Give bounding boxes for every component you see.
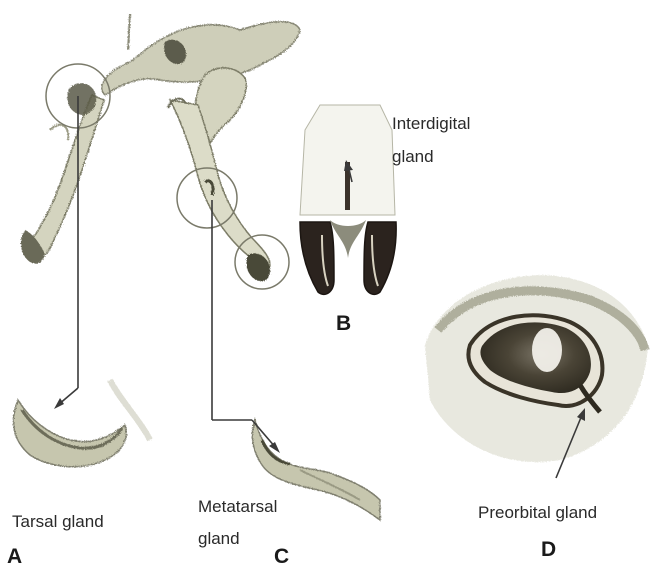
panel-label-b: B (336, 312, 351, 336)
interdigital-label-line1: Interdigital (392, 113, 470, 134)
tarsal-label: Tarsal gland (12, 511, 104, 532)
eye-sketch (425, 275, 648, 462)
leg-c-sketch (168, 68, 270, 281)
metatarsal-label-line1: Metatarsal (198, 496, 277, 517)
interdigital-label-line2: gland (392, 146, 434, 167)
hoof-sketch (300, 105, 396, 294)
tarsal-detail-sketch (14, 380, 150, 467)
panel-label-d: D (541, 538, 556, 562)
metatarsal-label-line2: gland (198, 528, 240, 549)
panel-label-c: C (274, 545, 289, 569)
leg-a-sketch (21, 14, 300, 264)
panel-label-a: A (7, 545, 22, 569)
preorbital-label: Preorbital gland (478, 502, 597, 523)
